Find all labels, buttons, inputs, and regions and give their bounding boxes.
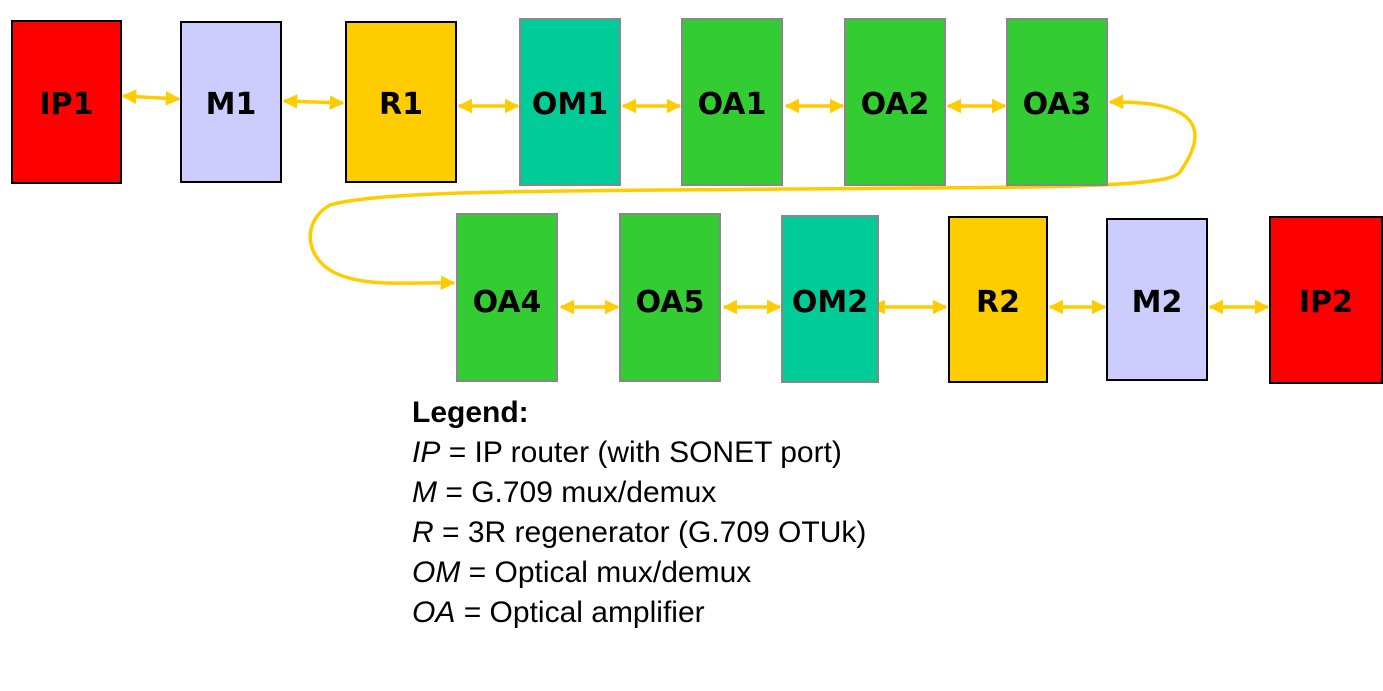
node-box xyxy=(456,213,558,382)
node-box xyxy=(345,21,457,183)
node-label: R2 xyxy=(976,285,1020,320)
node-ip1: IP1 xyxy=(11,20,122,184)
legend-abbr: M xyxy=(412,476,437,509)
legend-title: Legend: xyxy=(412,396,529,429)
node-m2: M2 xyxy=(1106,218,1208,381)
node-label: M2 xyxy=(1132,285,1183,320)
node-box xyxy=(1006,18,1108,186)
legend-description: = G.709 mux/demux xyxy=(437,476,717,509)
node-r2: R2 xyxy=(948,216,1048,383)
link-oa3-oa4 xyxy=(308,94,1197,291)
node-label: OA1 xyxy=(698,87,767,122)
node-label: IP1 xyxy=(39,87,93,122)
legend-description: = Optical mux/demux xyxy=(460,556,752,589)
node-label: OA2 xyxy=(861,87,930,122)
node-box xyxy=(781,215,879,383)
node-oa4: OA4 xyxy=(456,213,558,382)
node-label: OM2 xyxy=(792,285,868,320)
node-oa1: OA1 xyxy=(681,18,783,186)
legend-abbr: OA xyxy=(412,596,456,629)
node-label: IP2 xyxy=(1299,285,1353,320)
legend-description: = Optical amplifier xyxy=(455,596,705,629)
node-label: R1 xyxy=(379,87,423,122)
legend-abbr: OM xyxy=(412,556,461,589)
legend-description: = IP router (with SONET port) xyxy=(440,436,842,469)
links-layer xyxy=(121,89,1270,315)
legend-item-m: M = G.709 mux/demux xyxy=(412,473,866,513)
node-box xyxy=(1106,218,1208,381)
node-label: OA4 xyxy=(473,285,542,320)
node-box xyxy=(681,18,783,186)
link-m1-r1 xyxy=(282,94,345,110)
node-box xyxy=(11,20,122,184)
link-ip1-m1 xyxy=(121,89,181,106)
node-label: OA5 xyxy=(636,285,705,320)
legend-item-r: R = 3R regenerator (G.709 OTUk) xyxy=(412,513,866,553)
node-m1: M1 xyxy=(180,21,282,183)
node-box xyxy=(619,213,721,382)
legend-item-ip: IP = IP router (with SONET port) xyxy=(412,433,866,473)
node-box xyxy=(844,18,946,186)
node-om1: OM1 xyxy=(519,18,621,186)
node-ip2: IP2 xyxy=(1269,216,1383,384)
node-oa3: OA3 xyxy=(1006,18,1108,186)
legend: Legend: IP = IP router (with SONET port)… xyxy=(412,393,866,633)
legend-abbr: IP xyxy=(412,436,441,469)
node-om2: OM2 xyxy=(781,215,879,383)
legend-item-om: OM = Optical mux/demux xyxy=(412,553,866,593)
node-oa5: OA5 xyxy=(619,213,721,382)
legend-item-oa: OA = Optical amplifier xyxy=(412,593,866,633)
node-box xyxy=(180,21,282,183)
node-box xyxy=(948,216,1048,383)
node-oa2: OA2 xyxy=(844,18,946,186)
node-label: M1 xyxy=(206,87,257,122)
legend-abbr: R xyxy=(412,516,434,549)
node-box xyxy=(519,18,621,186)
legend-description: = 3R regenerator (G.709 OTUk) xyxy=(433,516,867,549)
node-label: OM1 xyxy=(532,87,608,122)
node-label: OA3 xyxy=(1023,87,1092,122)
node-box xyxy=(1269,216,1383,384)
node-r1: R1 xyxy=(345,21,457,183)
